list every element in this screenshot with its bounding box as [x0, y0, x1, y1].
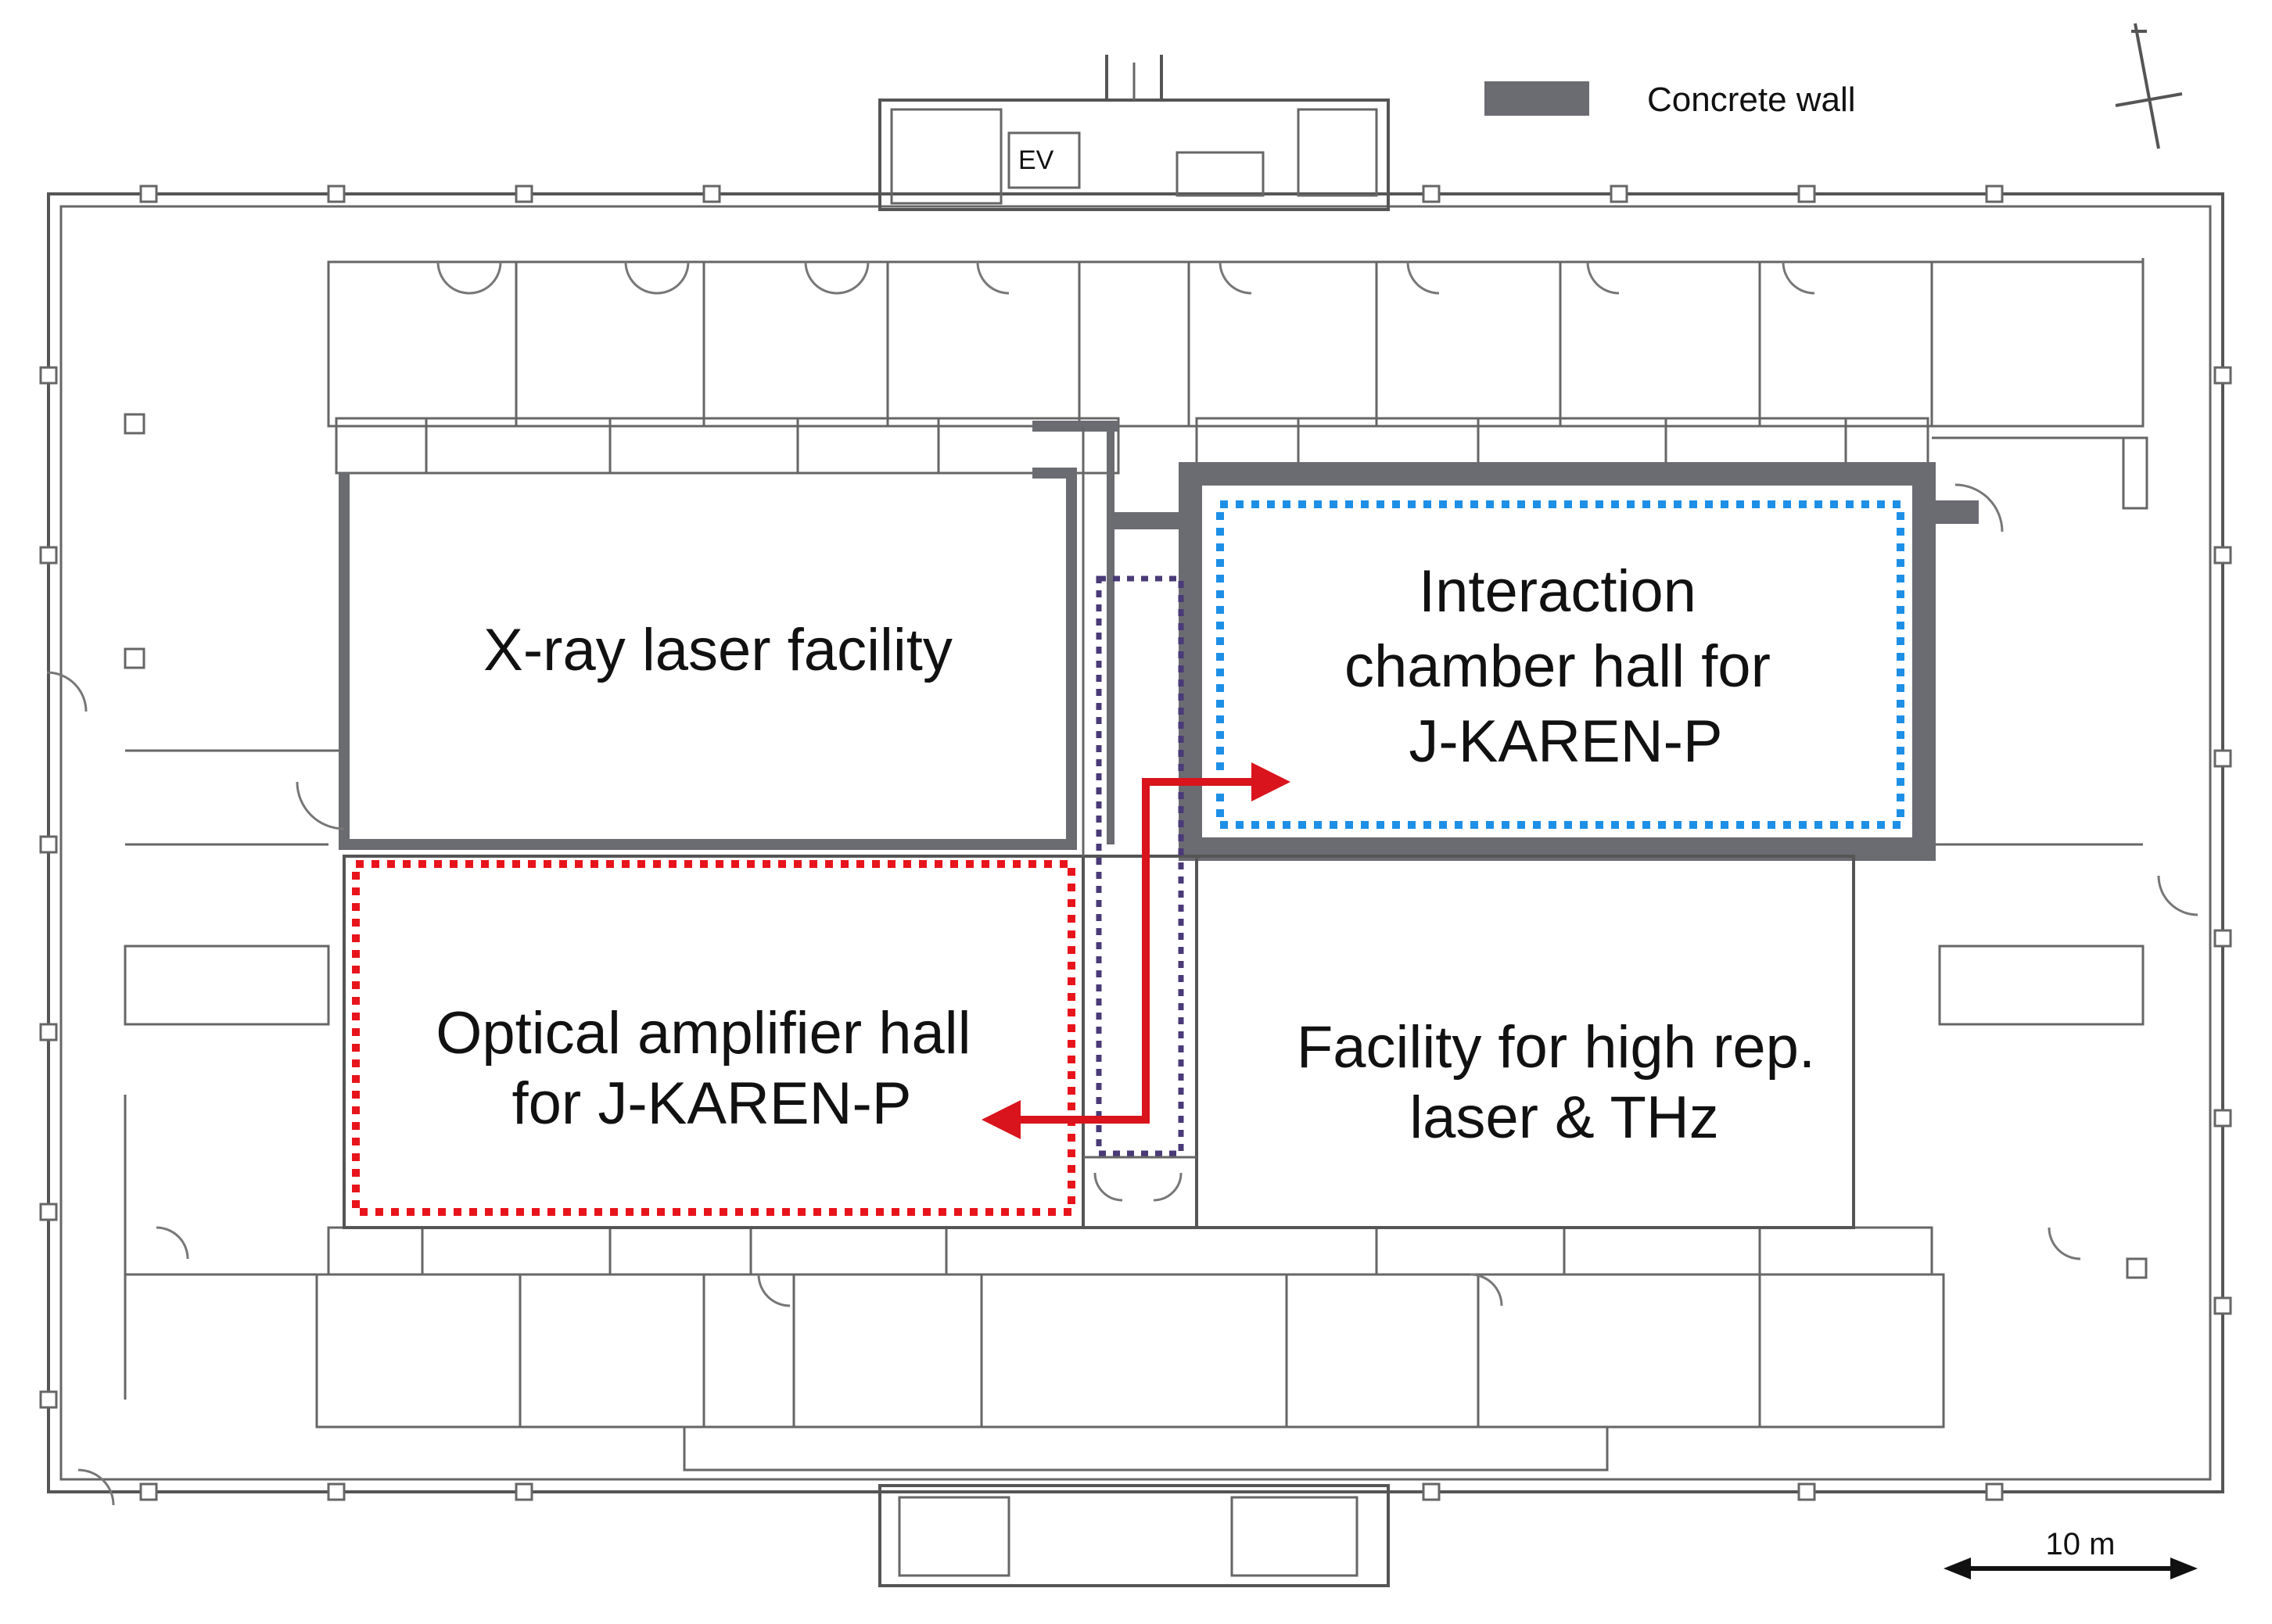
interaction-label-line-2: chamber hall for — [1344, 633, 1771, 700]
high-rep-facility-label: Facility for high rep. laser & THz — [1297, 1014, 1832, 1151]
south-rooms — [315, 1226, 1945, 1472]
north-rooms — [327, 260, 2145, 475]
south-annex — [878, 1484, 1390, 1587]
interaction-hall-label: Interaction chamber hall for J-KAREN-P — [1344, 558, 1787, 775]
high-rep-label-line-2: laser & THz — [1409, 1084, 1719, 1151]
concrete-wall-label: Concrete wall — [1647, 81, 1856, 119]
north-annex: EV — [878, 55, 1390, 211]
high-rep-label-line-1: Facility for high rep. — [1297, 1014, 1815, 1081]
doors — [46, 261, 2198, 1506]
north-arrow-icon — [2115, 23, 2183, 149]
amplifier-hall-label: Optical amplifier hall for J-KAREN-P — [436, 1000, 987, 1137]
interaction-label-line-1: Interaction — [1419, 558, 1696, 625]
scale-label: 10 m — [2046, 1527, 2116, 1561]
elevator-label: EV — [1018, 145, 1054, 175]
concrete-wall-swatch — [1484, 81, 1589, 116]
scale-bar: 10 m — [1944, 1527, 2198, 1579]
amplifier-label-line-1: Optical amplifier hall — [436, 1000, 971, 1067]
xray-facility-label: X-ray laser facility — [483, 617, 953, 683]
beam-path-arrow — [982, 762, 1290, 1139]
xray-label-line: X-ray laser facility — [483, 617, 953, 683]
interaction-label-line-3: J-KAREN-P — [1409, 708, 1722, 775]
legend: Concrete wall — [1484, 81, 1856, 119]
amplifier-label-line-2: for J-KAREN-P — [512, 1070, 912, 1137]
pillars — [39, 185, 2232, 1501]
side-wings — [124, 258, 2148, 1400]
